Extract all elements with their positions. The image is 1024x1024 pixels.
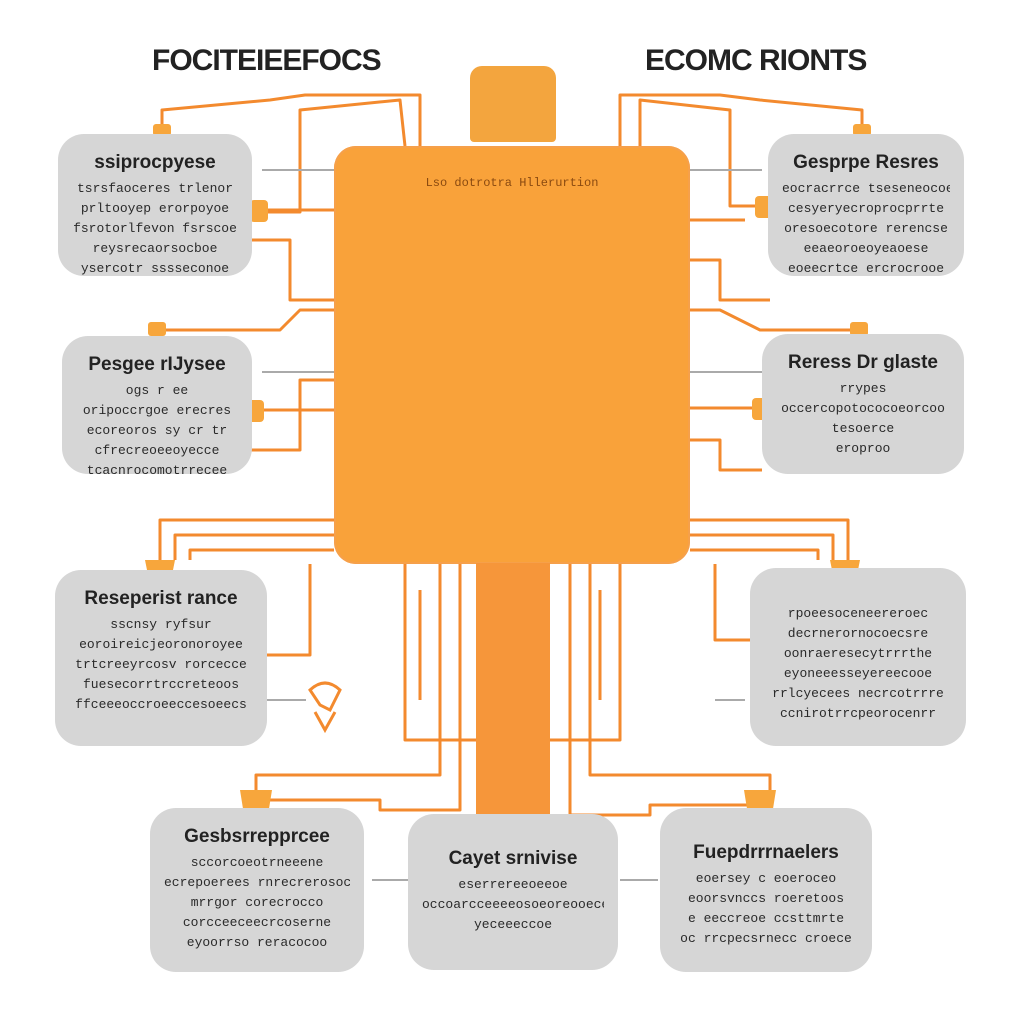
box-line: rrypes <box>839 381 887 396</box>
box-title: ssiprocpyese <box>94 152 216 173</box>
chip-stem <box>476 563 550 845</box>
box-line: occercopotococoeorcoo <box>781 401 945 416</box>
box-line: fsrotorlfevon fsrscoe <box>73 221 237 236</box>
box-title: Reseperist rance <box>84 588 238 609</box>
box-line: occoarcceeeeosoeoreooece <box>422 897 604 912</box>
box-line: prltooyep erorpoyoe <box>80 201 230 216</box>
box-line: cesyeryecroprocprrte <box>787 201 945 216</box>
box-line: mrrgor corecrocco <box>190 895 324 910</box>
box-title: Reress Dr glaste <box>788 352 938 373</box>
box-line: rpoeesoceneereroec <box>787 606 929 621</box>
box-line: oc rrcpecsrnecc croece <box>680 931 852 946</box>
box-line: corcceeceecrcoserne <box>182 915 332 930</box>
box-mid-left: Pesgee rIJysee ogs r ee oripoccrgoe erec… <box>62 336 252 478</box>
title-left: FOCITEIEEFOCS <box>152 44 382 77</box>
box-title: Cayet srnivise <box>448 848 578 869</box>
box-line: ogs r ee <box>125 383 189 398</box>
central-chip: Lso dotrotra Hllerurtion <box>334 146 690 564</box>
box-line: ecoreoros sy cr tr <box>86 423 228 438</box>
box-line: oonraeresecytrrrthe <box>783 646 933 661</box>
box-bottom-center: Cayet srnivise eserrereeoeeoe occoarccee… <box>408 814 618 970</box>
box-line: eeaeoroeoyeaoese <box>803 241 929 256</box>
box-line: oripoccrgoe erecres <box>82 403 232 418</box>
chip-header: Lso dotrotra Hllerurtion <box>425 176 599 190</box>
box-line: ecrepoerees rnrecrerosoc <box>164 875 350 890</box>
box-line: eoeecrtce ercrocrooe <box>787 261 945 276</box>
title-right: ECOMC RIONTS <box>645 44 867 77</box>
box-title: Gesbsrrepprcee <box>184 826 330 847</box>
box-line: decrnerornocoecsre <box>787 626 929 641</box>
box-line: cfrecreoeeoyecce <box>94 443 220 458</box>
box-title: Gesprpe Resres <box>793 152 939 173</box>
box-top-left: ssiprocpyese tsrsfaoceres trlenor prltoo… <box>58 134 252 276</box>
box-line: e eeccreoe ccsttmrte <box>687 911 845 926</box>
box-line: tcacnrocomotrrecee <box>86 463 228 478</box>
box-title: Fuepdrrrnaelers <box>693 842 839 863</box>
box-low-left: Reseperist rance sscnsy ryfsur eoroireic… <box>55 570 267 746</box>
box-line: ffceeeoccroeeccesoeecs <box>75 697 247 712</box>
box-line: sscnsy ryfsur <box>110 617 212 632</box>
box-line: tsrsfaoceres trlenor <box>76 181 234 196</box>
box-bottom-left: Gesbsrrepprcee sccorcoeotrneeene ecrepoe… <box>150 808 364 972</box>
box-line: eoersey c eoeroceo <box>695 871 837 886</box>
box-line: yeceeeccoe <box>473 917 552 932</box>
box-line: rrlcyecees necrcotrrre <box>772 686 944 701</box>
box-line: eocracrrce tseseneocoe <box>782 181 950 196</box>
box-line: ccnirotrrcpeorocenrr <box>779 706 937 721</box>
box-line: eyoneeesseyereecooe <box>783 666 933 681</box>
box-line: sccorcoeotrneeene <box>190 855 324 870</box>
box-line: ysercotr sssseconoe <box>80 261 230 276</box>
box-line: oresoecotore rerencse <box>784 221 948 236</box>
chip-top-connector <box>470 66 556 142</box>
box-line: eserrereeoeeoe <box>458 877 568 892</box>
box-mid-right: Reress Dr glaste rrypes occercopotococoe… <box>762 334 964 474</box>
box-line: eroproo <box>835 441 891 456</box>
box-line: tesoerce <box>831 421 895 436</box>
box-low-right: rpoeesoceneereroec decrnerornocoecsre oo… <box>750 568 966 746</box>
box-title: Pesgee rIJysee <box>88 354 226 375</box>
box-top-right: Gesprpe Resres eocracrrce tseseneocoe ce… <box>768 134 964 276</box>
box-line: eyoorrso reracocoo <box>186 935 328 950</box>
box-line: eoroireicjeoronoroyee <box>79 637 243 652</box>
box-line: reysrecaorsocboe <box>92 241 218 256</box>
box-bottom-right: Fuepdrrrnaelers eoersey c eoeroceo eoors… <box>660 808 872 972</box>
box-line: fuesecorrtrccreteoos <box>82 677 240 692</box>
box-line: trtcreeyrcosv rorcecce <box>75 657 247 672</box>
box-line: eoorsvnccs roeretoos <box>687 891 845 906</box>
